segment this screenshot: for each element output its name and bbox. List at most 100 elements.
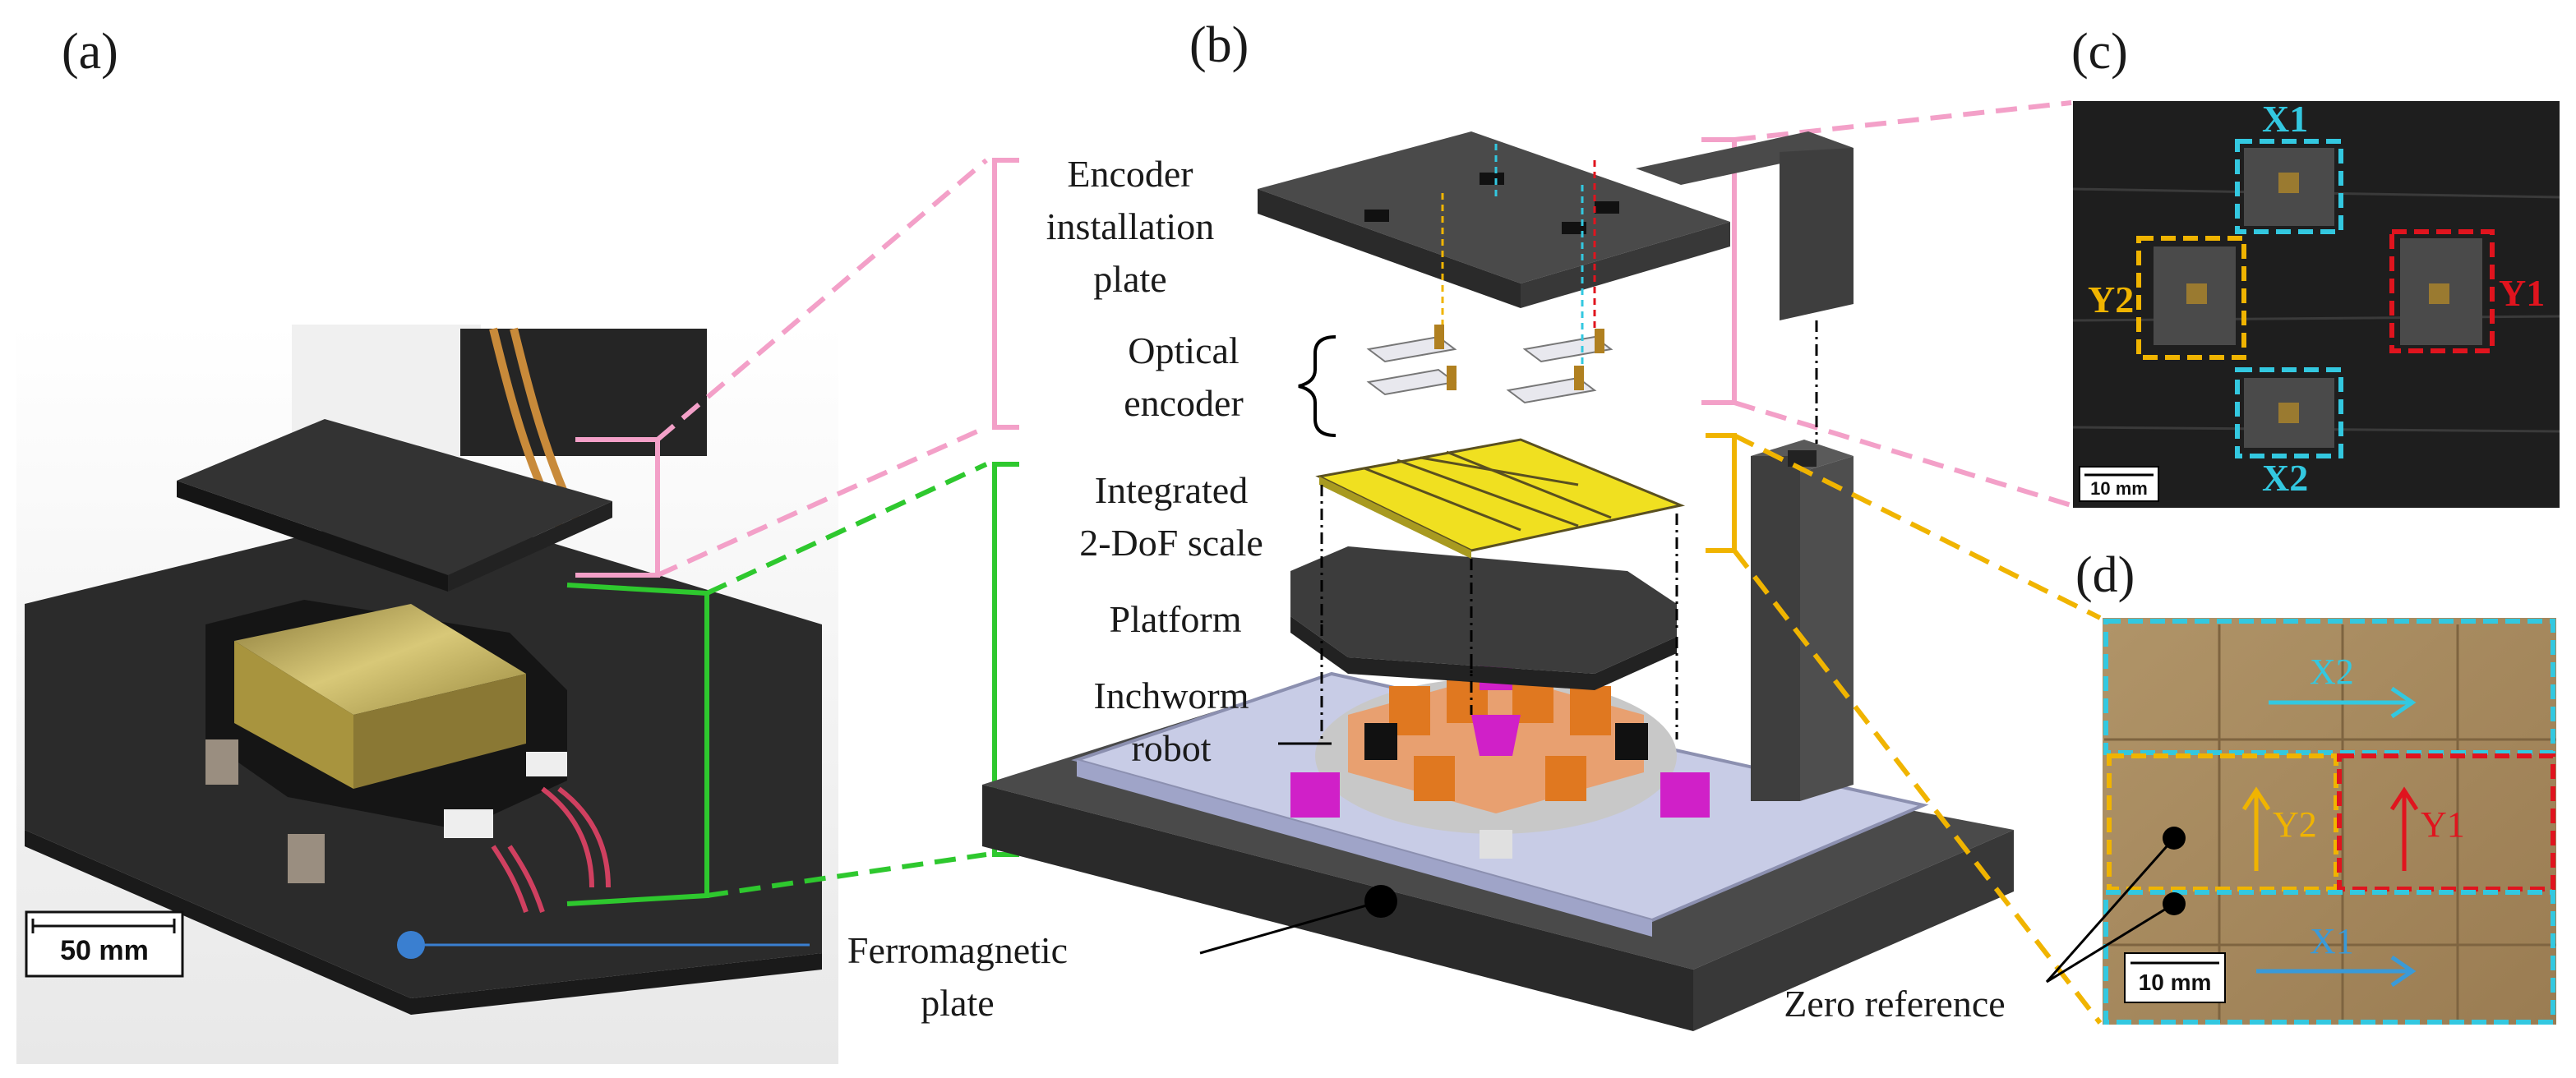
connector-1 [444,809,493,838]
d-label-x1: X1 [2310,921,2354,961]
magnet-foot-2 [205,739,238,785]
cad-encoder-chip-2 [1447,366,1457,390]
cad-b [982,131,2014,1031]
label-inchworm-line1: Inchworm [1093,675,1249,716]
label-ferromagnetic-line1: Ferromagnetic [847,929,1069,971]
label-optical-encoder-line2: encoder [1124,382,1244,424]
orange-dash-bottom [1732,549,2103,1025]
box-y1 [2389,229,2495,353]
label-ferromagnetic-line2: plate [921,982,995,1024]
label-ferromagnetic: Ferromagnetic plate [818,924,1097,1030]
scale-bar-box-a [25,910,184,978]
inchworm-robot-cad [1290,666,1710,859]
encoder-plate-photo-edge [177,481,448,592]
robot-leg-4 [1570,686,1611,735]
orange-callout [1706,433,2103,1025]
cad-scale-line-2 [1396,458,1579,527]
box-x1 [2235,139,2343,234]
robot-electromagnet-left [1364,723,1397,760]
robot-foot [1480,830,1512,859]
cad-encoder-1 [1366,335,1457,363]
cad-encoder-chip-4 [1595,329,1604,353]
cad-scale-line-4 [1420,456,1579,486]
panel-label-c: (c) [2071,24,2128,80]
pink-dash-top [656,158,988,442]
cad-base-front [982,785,1693,1031]
scale-photo-side [353,674,526,789]
cad-scale-line-3 [1446,450,1612,519]
cad-encoder-2 [1366,368,1457,396]
c-label-y1: Y1 [2499,272,2546,314]
label-zero-reference: Zero reference [1784,983,2006,1025]
photo-a [16,325,838,1064]
zero-ref-leader-1 [2045,837,2176,983]
photo-d [2045,618,2556,1025]
cad-encoder-plate-side [1521,222,1730,308]
cad-plate-slot-3 [1562,222,1586,234]
wires [491,786,611,913]
cad-base-side [1693,830,2014,1031]
box-y2 [2136,236,2246,360]
arrow-y1-head [2389,786,2419,811]
d-label-x2: X2 [2310,652,2354,692]
scale-photo-front [234,641,353,789]
pink-bracket-left-b [992,158,1019,430]
scale-bar-box-c [2079,466,2159,502]
d-label-y1: Y1 [2421,804,2465,845]
robot-leg-5 [1414,756,1455,801]
box-x2 [2235,367,2343,458]
robot-leg-6 [1545,756,1586,801]
d-box-y1 [2337,753,2555,891]
label-encoder-plate: Encoder installation plate [1007,148,1253,306]
orange-bracket-b [1706,433,1737,553]
d-box-y2 [2107,753,2338,891]
green-callout [566,462,1019,906]
d-label-y2: Y2 [2273,804,2317,845]
label-inchworm-line2: robot [1131,727,1212,769]
photo-c [2072,101,2560,508]
cad-arm-top [1636,131,1854,185]
arrow-x2-head [2390,686,2417,719]
scale-bar-label-a: 50 mm [60,935,149,966]
ferromagnetic-leader-b [1199,900,1382,955]
pink-dash-bottom [656,425,988,578]
arrow-x1-head [2390,955,2417,988]
cad-plate-slot-1 [1364,210,1389,222]
cad-encoder-4 [1522,335,1613,363]
magnet-foot-1 [288,834,325,883]
green-bracket-photo [566,583,709,906]
pink-bracket-photo [575,437,660,578]
panel-label-b: (b) [1189,17,1249,73]
cad-scale-line-1 [1364,467,1521,532]
green-bracket-b [992,462,1019,857]
cad-platform-edge [1290,616,1677,690]
encoder-plate-photo-side [448,501,612,592]
d-box-x1 [2103,890,2555,1025]
label-encoder-plate-line1: Encoder [1067,153,1193,195]
cad-encoder-plate-top [1258,131,1730,283]
zero-ref-leader-2 [2046,902,2175,984]
label-encoder-plate-line2: installation [1046,205,1215,247]
pink-bracket-right-b [1701,137,1737,405]
pink-dash-c-bottom [1733,400,2072,508]
robot-hub [1471,715,1521,756]
robot-magnet-right [1660,772,1710,818]
cad-arm-down [1780,148,1854,320]
cad-scale-edge [1319,477,1471,559]
cad-encoder-chip-3 [1574,366,1584,390]
cad-plate-slot-4 [1595,201,1619,214]
cad-ferro-front [1077,760,1652,937]
scale-bar-box-d [2124,952,2226,1003]
label-scale-line2: 2-DoF scale [1079,522,1263,564]
cad-encoder-3 [1506,376,1597,404]
green-dash-top [705,462,988,596]
encoder-beam-lines [1441,144,1596,366]
encoder-plate-photo [177,419,612,575]
pink-dash-c-top [1733,100,2072,142]
cad-encoder-plate-front [1258,189,1521,308]
panel-label-a: (a) [62,24,118,80]
label-encoder-plate-line3: plate [1093,258,1167,300]
label-inchworm: Inchworm robot [1060,670,1282,775]
